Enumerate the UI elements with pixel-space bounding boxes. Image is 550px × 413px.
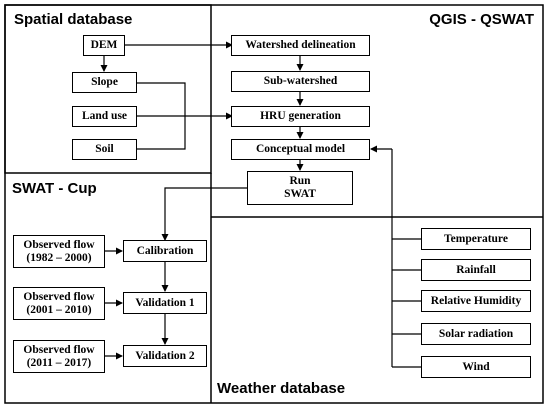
validation-1-box: Validation 1 [123, 292, 207, 314]
rainfall-box: Rainfall [421, 259, 531, 281]
slope-box: Slope [72, 72, 137, 93]
soil-box: Soil [72, 139, 137, 160]
relative-humidity-box: Relative Humidity [421, 290, 531, 312]
wind-box: Wind [421, 356, 531, 378]
panel-spatial-border [4, 4, 212, 174]
watershed-delineation-box: Watershed delineation [231, 35, 370, 56]
conceptual-model-box: Conceptual model [231, 139, 370, 160]
observed-flow-2011-2017-box: Observed flow (2011 – 2017) [13, 340, 105, 373]
qgis-qswat-title: QGIS - QSWAT [429, 11, 534, 28]
sub-watershed-box: Sub-watershed [231, 71, 370, 92]
outer-frame [4, 4, 544, 404]
temperature-box: Temperature [421, 228, 531, 250]
run-swat-box: Run SWAT [247, 171, 353, 205]
validation-2-box: Validation 2 [123, 345, 207, 367]
calibration-box: Calibration [123, 240, 207, 262]
solar-radiation-box: Solar radiation [421, 323, 531, 345]
hru-generation-box: HRU generation [231, 106, 370, 127]
observed-flow-1982-2000-box: Observed flow (1982 – 2000) [13, 235, 105, 268]
arrow-run-to-calibration [161, 187, 247, 241]
weather-database-title: Weather database [217, 380, 346, 397]
dem-box: DEM [83, 35, 125, 56]
swat-cup-title: SWAT - Cup [12, 180, 97, 197]
spatial-database-title: Spatial database [14, 11, 133, 28]
land-use-box: Land use [72, 106, 137, 127]
observed-flow-2001-2010-box: Observed flow (2001 – 2010) [13, 287, 105, 320]
